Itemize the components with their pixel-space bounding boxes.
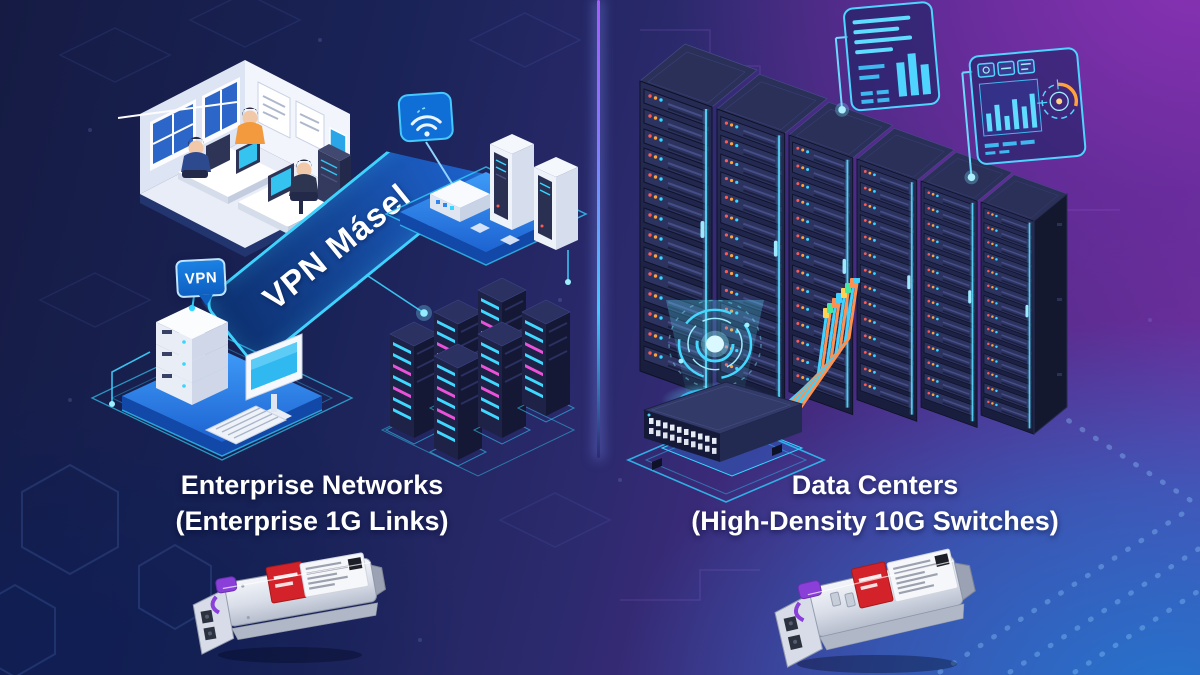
network-switch-scene: [625, 278, 860, 503]
office-people: [181, 107, 319, 214]
vpn-sign-label: VPN: [184, 268, 218, 288]
vpn-sign: VPN: [175, 257, 227, 299]
barcode: [934, 553, 950, 567]
hexagon-pattern: [0, 463, 212, 675]
wifi-router: [425, 141, 490, 222]
bar-chart-icon: [985, 93, 1038, 132]
wifi-sign: [397, 91, 454, 143]
section-divider: [597, 0, 600, 458]
sfp-transceiver-10g: [774, 548, 976, 673]
scatter-dots: [68, 38, 1152, 642]
tower-pc-2: [534, 157, 578, 250]
dotted-chains: [937, 412, 1200, 675]
server-rack-row: [610, 18, 1170, 458]
holographic-dashboards: [834, 1, 1087, 185]
office-whiteboards: [257, 81, 347, 157]
datacenter-caption-line1: Data Centers: [791, 470, 959, 500]
network-switch: [642, 381, 804, 470]
enterprise-caption-line1: Enterprise Networks: [180, 470, 444, 500]
radar-dashboard-icon: [961, 47, 1087, 185]
keyboard: [204, 405, 288, 445]
vpn-workstation-platform: [90, 295, 354, 461]
barcode: [347, 557, 363, 571]
sfp-transceiver-1g: [192, 552, 387, 663]
rack-side-panel: [1033, 192, 1068, 436]
enterprise-caption: Enterprise Networks (Enterprise 1G Links…: [92, 468, 532, 539]
office-windows: [118, 77, 240, 171]
monitor-back: [206, 134, 230, 172]
line-chart-panel-icon: [834, 1, 941, 117]
lc-connector-end: [774, 593, 823, 668]
purple-latch: [215, 576, 238, 594]
datacenter-caption-line2: (High-Density 10G Switches): [691, 505, 1059, 536]
radar-icon: [1037, 79, 1078, 120]
office-scene: [118, 60, 351, 257]
vpn-server-stack: [156, 295, 228, 405]
wifi-router-platform: [384, 91, 588, 266]
desktop-computer: [245, 333, 303, 425]
iso-grid-pattern: [38, 0, 612, 548]
purple-latch: [797, 580, 822, 600]
wifi-icon: [410, 115, 442, 137]
tower-pc-1: [490, 134, 534, 230]
datacenter-caption: Data Centers (High-Density 10G Switches): [645, 468, 1105, 539]
hologram-ring-icon: [668, 299, 762, 389]
cable-connectors: [823, 278, 860, 318]
server-cluster: [380, 278, 576, 477]
enterprise-caption-line2: (Enterprise 1G Links): [175, 505, 449, 536]
